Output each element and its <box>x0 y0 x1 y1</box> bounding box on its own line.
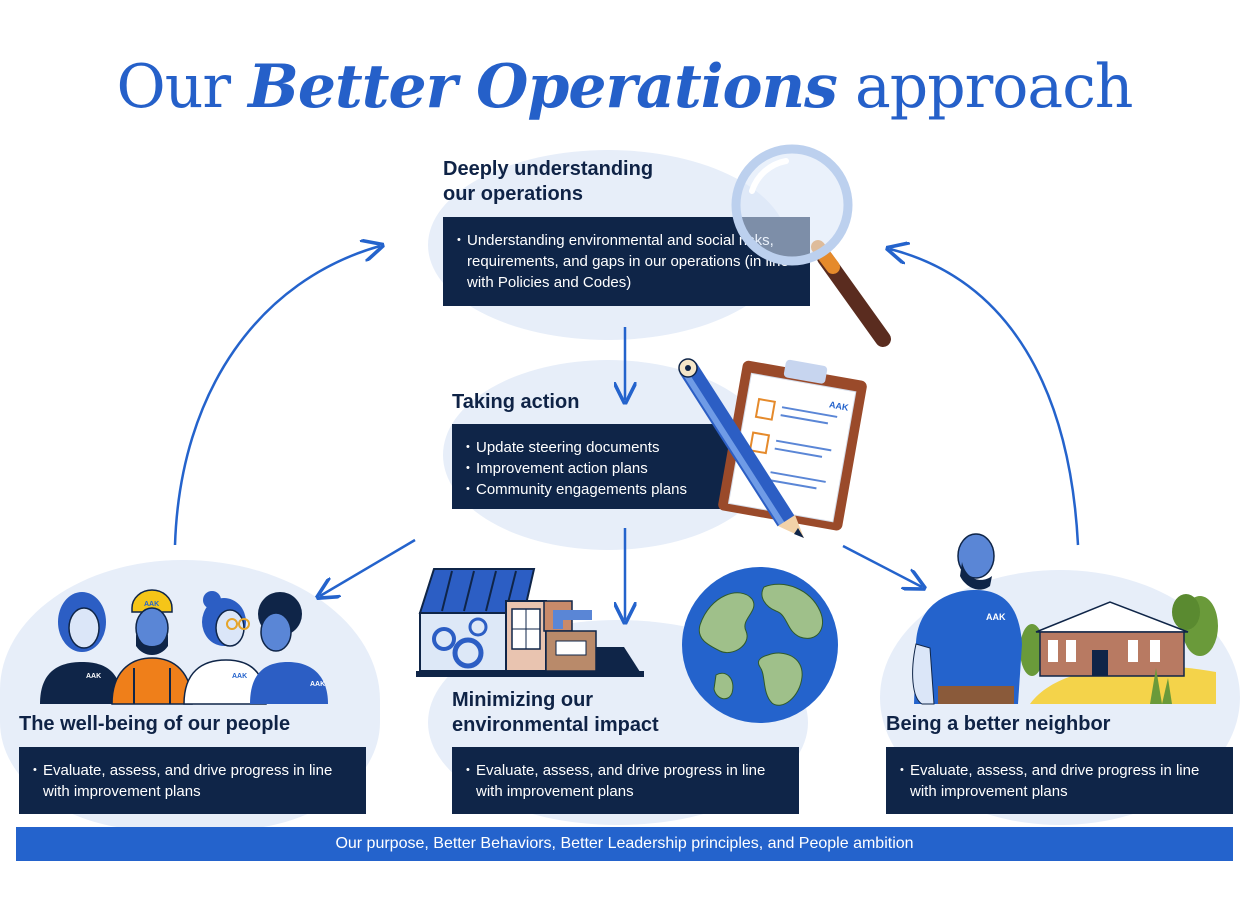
shirt-logo: AAK <box>986 612 1006 622</box>
cycle-arrow-icon <box>890 249 1080 546</box>
cycle-arrow-icon <box>173 246 380 546</box>
understand-bullet: Understanding environmental and social r… <box>457 230 796 293</box>
neighbor-panel: Evaluate, assess, and drive progress in … <box>886 747 1233 814</box>
shirt-logo: AAK <box>232 673 247 680</box>
people-panel: Evaluate, assess, and drive progress in … <box>19 747 366 814</box>
shirt-logo: AAK <box>86 673 101 680</box>
people-icon: AAK AAK AAK AAK <box>40 589 328 705</box>
page-title: Our Better Operations approach <box>0 52 1249 122</box>
neighbor-heading: Being a better neighbor <box>886 713 1111 735</box>
understand-heading-line2: our operations <box>443 183 584 205</box>
globe-icon <box>682 567 838 723</box>
action-panel: Update steering documents Improvement ac… <box>452 424 750 509</box>
helmet-logo: AAK <box>144 601 159 608</box>
title-emphasis: Better Operations <box>248 52 838 122</box>
environment-heading-line2: environmental impact <box>452 714 659 736</box>
flow-arrow-icon <box>320 538 416 596</box>
people-heading: The well-being of our people <box>19 713 291 735</box>
environment-heading-line1: Minimizing our <box>452 689 594 711</box>
flow-arrow-icon <box>842 544 922 587</box>
clipboard-logo: AAK <box>828 399 849 412</box>
people-bullet: Evaluate, assess, and drive progress in … <box>33 760 352 802</box>
action-bullet: Community engagements plans <box>466 479 736 500</box>
pencil-icon <box>678 358 804 538</box>
footer-banner: Our purpose, Better Behaviors, Better Le… <box>16 827 1233 861</box>
title-suffix: approach <box>855 52 1133 122</box>
environment-bullet: Evaluate, assess, and drive progress in … <box>466 760 785 802</box>
magnifier-icon <box>731 144 891 347</box>
neighbor-bullet: Evaluate, assess, and drive progress in … <box>900 760 1219 802</box>
environment-panel: Evaluate, assess, and drive progress in … <box>452 747 799 814</box>
shirt-logo: AAK <box>310 681 325 688</box>
understand-heading-line1: Deeply understanding <box>443 158 654 180</box>
title-prefix: Our <box>116 52 232 122</box>
neighbor-icon: AAK <box>912 533 1218 705</box>
action-bullet: Improvement action plans <box>466 458 736 479</box>
factory-icon <box>416 568 644 677</box>
environment-heading: Minimizing our environmental impact <box>452 688 659 738</box>
action-bullet: Update steering documents <box>466 437 736 458</box>
action-heading: Taking action <box>452 391 580 413</box>
understand-heading: Deeply understanding our operations <box>443 157 653 207</box>
